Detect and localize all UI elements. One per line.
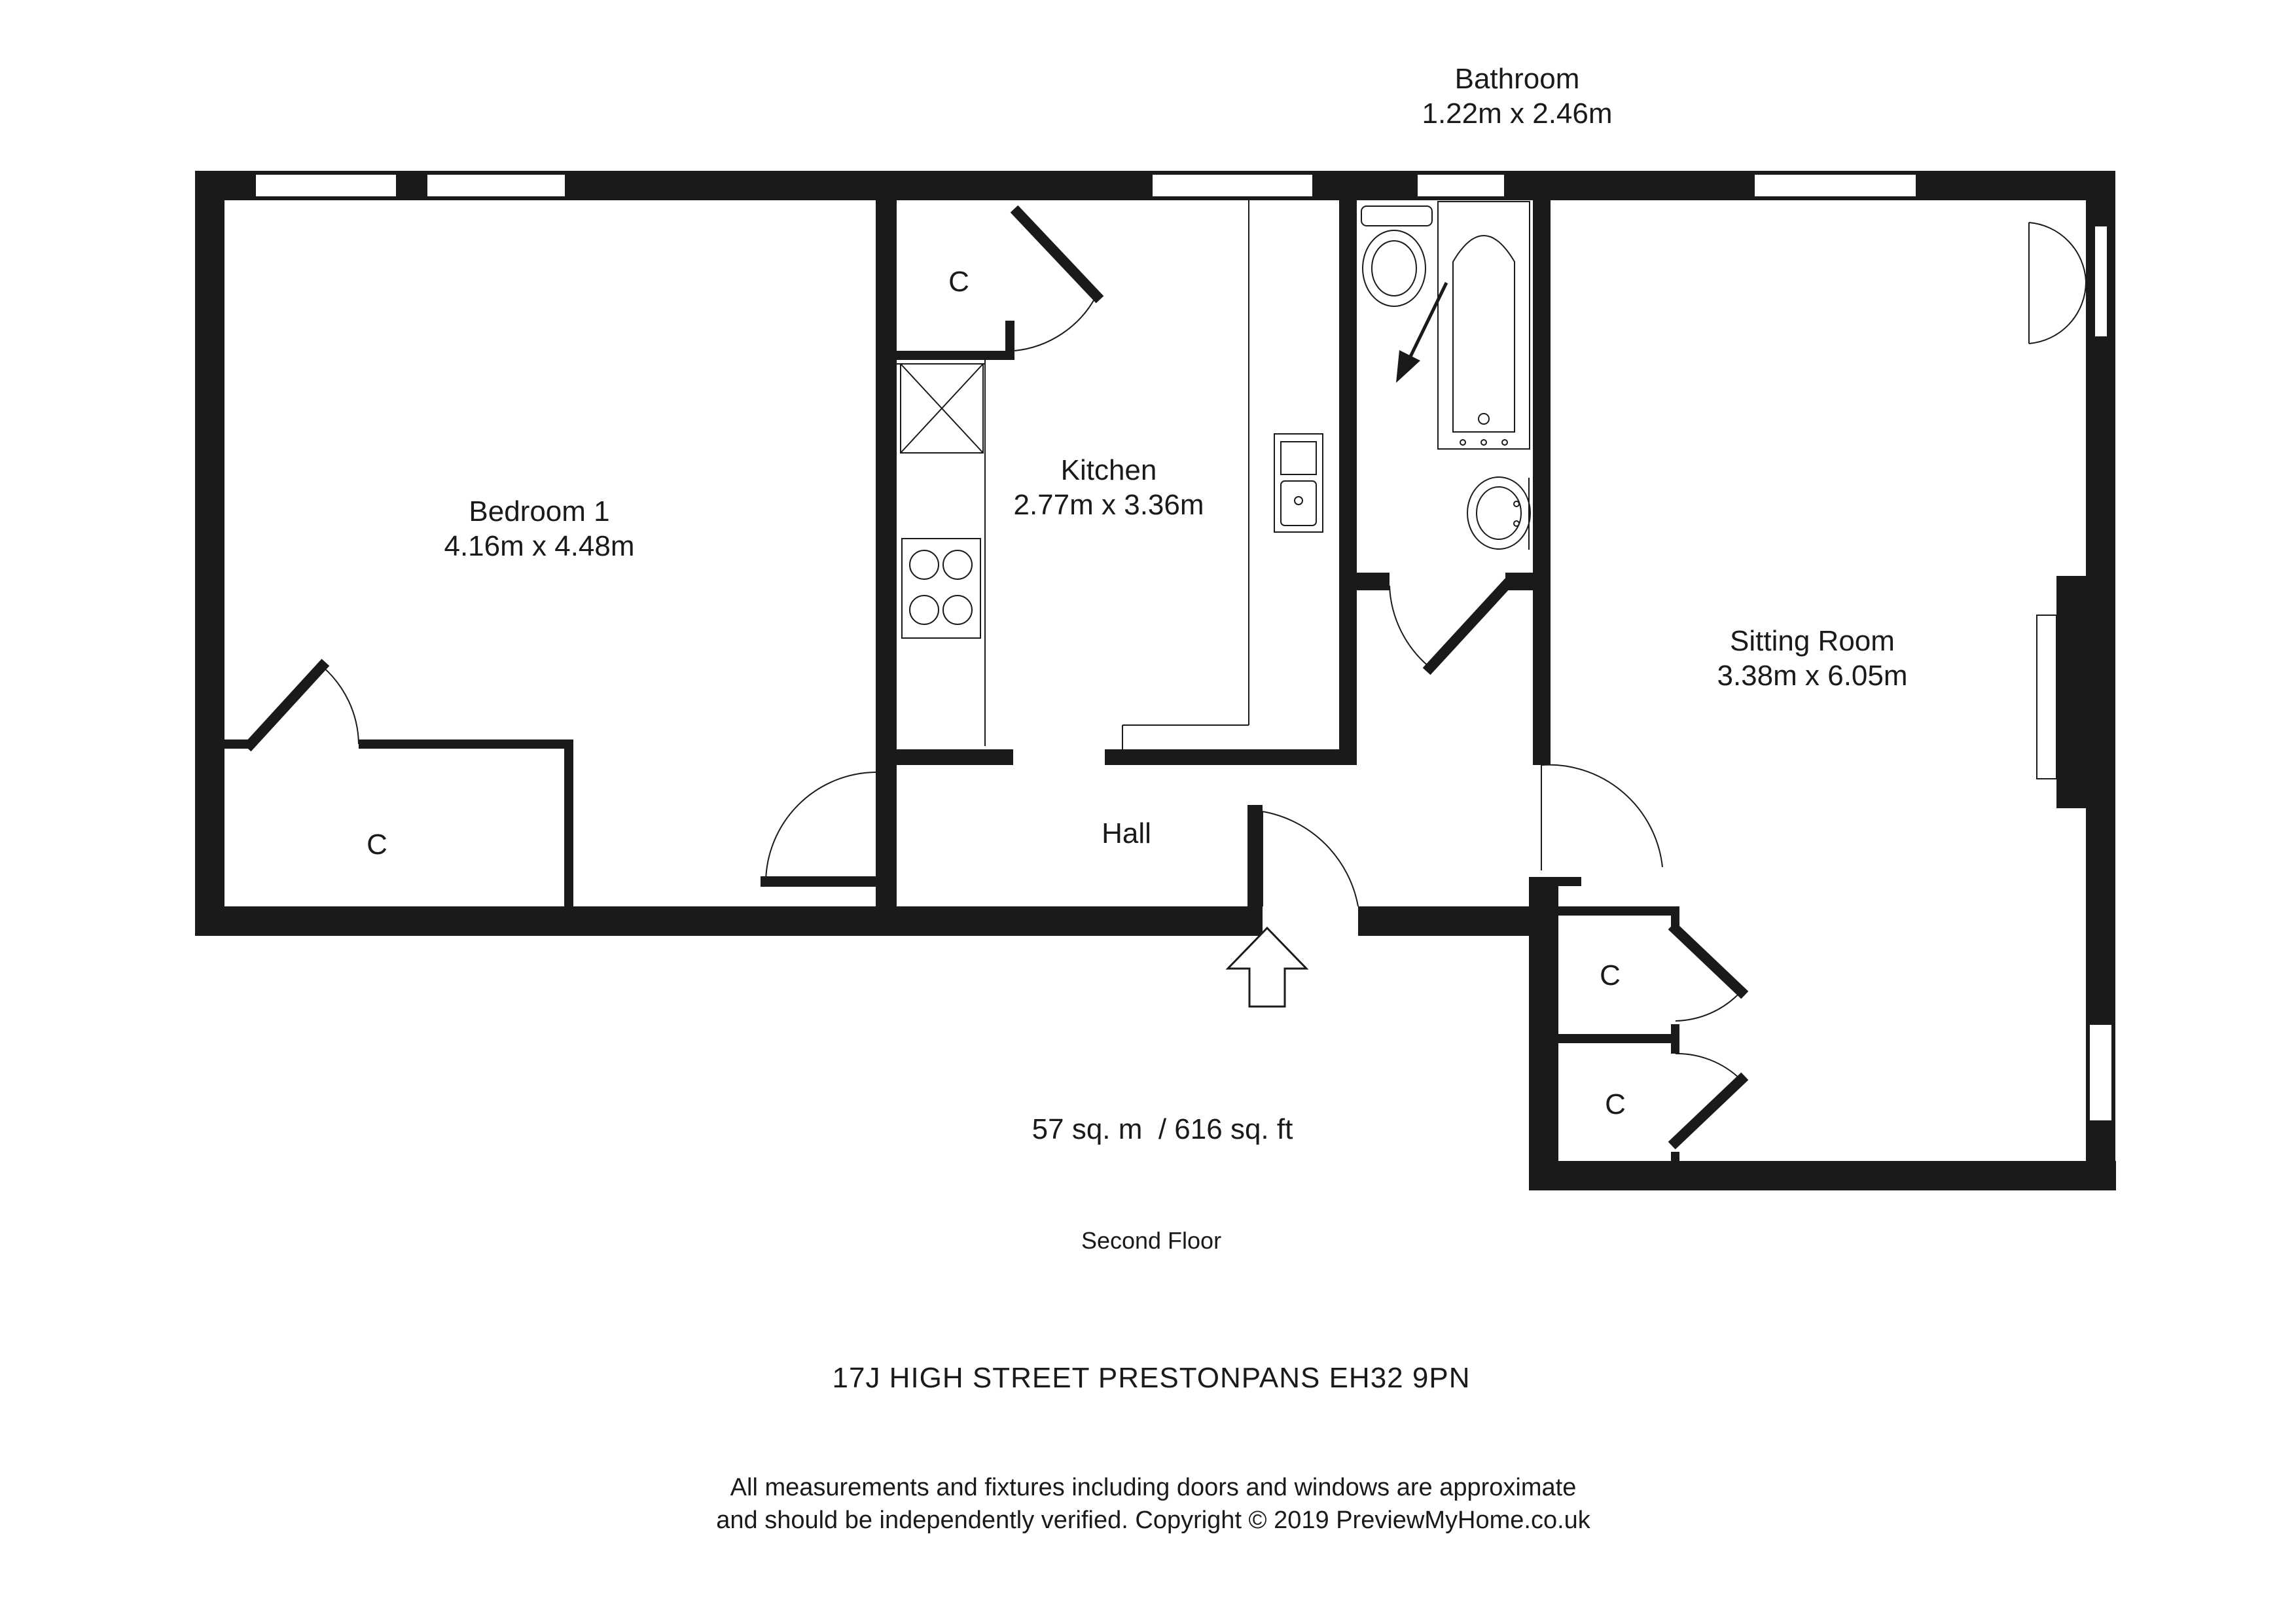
hall-name: Hall xyxy=(1102,817,1151,849)
plan-notes: 57 sq. m / 616 sq. ft Second Floor 17J H… xyxy=(716,1113,1591,1534)
kitchen-sink-icon xyxy=(1274,433,1323,533)
room-labels: Bathroom 1.22m x 2.46m Bedroom 1 4.16m x… xyxy=(444,63,1907,849)
disclaimer-line-1: All measurements and fixtures including … xyxy=(730,1474,1577,1501)
bedroom-name: Bedroom 1 xyxy=(469,495,609,527)
windows xyxy=(255,173,2115,1122)
sitting-closet-upper-label: C xyxy=(1600,959,1621,991)
bathtub-icon xyxy=(1437,201,1530,450)
window-sitting xyxy=(1753,173,1917,198)
floor-area: 57 sq. m / 616 sq. ft xyxy=(1032,1113,1293,1145)
interior-walls xyxy=(224,171,2086,1175)
window-kitchen xyxy=(1151,173,1314,198)
entrance-arrow-icon xyxy=(1225,926,1309,1008)
kitchen-name: Kitchen xyxy=(1061,454,1157,486)
sitting-closet-lower-label: C xyxy=(1605,1088,1626,1120)
bathroom-fixtures xyxy=(1361,201,1531,550)
window-bedroom-1 xyxy=(255,173,397,198)
sitting-room-size: 3.38m x 6.05m xyxy=(1717,660,1907,692)
bedroom-size: 4.16m x 4.48m xyxy=(444,530,634,562)
property-address: 17J HIGH STREET PRESTONPANS EH32 9PN xyxy=(833,1362,1471,1394)
doors xyxy=(243,205,2087,1150)
kitchen-size: 2.77m x 3.36m xyxy=(1013,489,1204,521)
closet-labels: C C C C xyxy=(367,266,1626,1120)
kitchen-closet-label: C xyxy=(948,266,969,298)
bathroom-size: 1.22m x 2.46m xyxy=(1422,98,1612,130)
floor-label: Second Floor xyxy=(1081,1227,1221,1254)
basin-icon xyxy=(1467,476,1531,550)
bedroom-closet-label: C xyxy=(367,829,387,861)
disclaimer-line-2: and should be independently verified. Co… xyxy=(716,1507,1591,1534)
kitchen-fixtures xyxy=(897,200,1323,749)
window-bedroom-2 xyxy=(426,173,566,198)
bathroom-pointer-icon xyxy=(1396,281,1448,383)
toilet-icon xyxy=(1361,205,1433,307)
sitting-room-name: Sitting Room xyxy=(1730,625,1895,657)
window-sitting-side xyxy=(2089,1024,2113,1122)
hob-icon xyxy=(901,538,981,639)
window-bathroom xyxy=(1416,173,1505,198)
bathroom-name: Bathroom xyxy=(1455,63,1580,95)
